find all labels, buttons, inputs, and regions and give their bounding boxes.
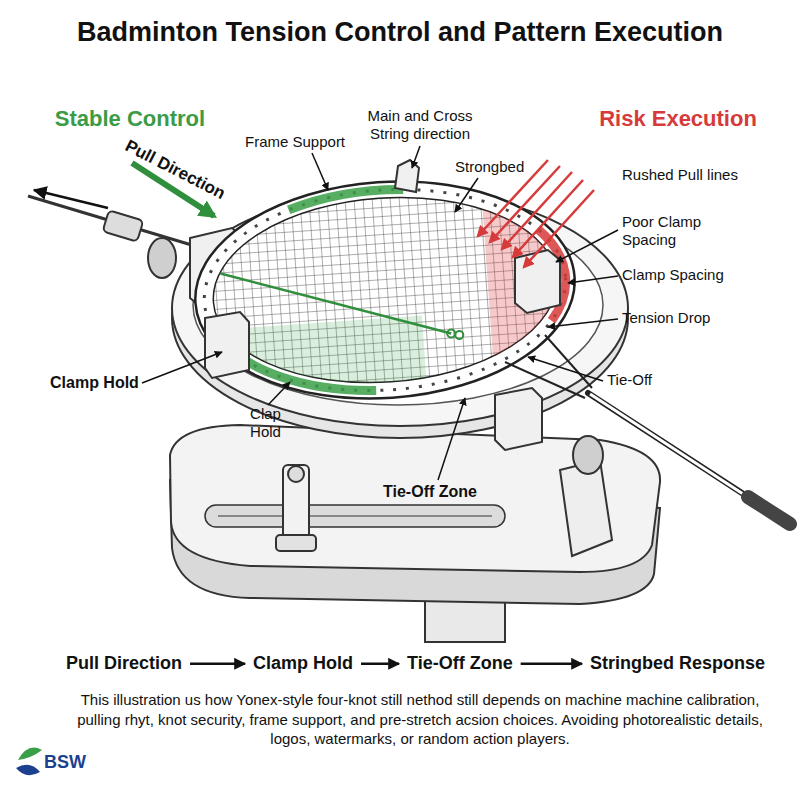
logo-leaf <box>18 748 42 760</box>
flow-arrow <box>361 663 399 666</box>
step-text: Stringbed Response <box>590 653 765 675</box>
tension-head <box>103 210 144 242</box>
grommets <box>197 178 572 403</box>
leader-line <box>528 357 603 381</box>
base-slot <box>205 505 505 527</box>
callout-label: Clamp Hold <box>50 373 139 392</box>
zone-heading: Stable Control <box>40 106 220 132</box>
left-knob <box>148 238 176 278</box>
slot-line <box>218 515 492 517</box>
callout-label: Strongbed <box>455 158 524 176</box>
leader-line <box>556 230 618 262</box>
callout-label: Frame Support <box>245 133 345 151</box>
leader-line <box>312 153 328 190</box>
racket-shaft <box>588 393 765 508</box>
callout-label: Clap Hold <box>243 405 288 441</box>
right-support <box>515 250 560 313</box>
callout-label: Tie-Off <box>607 371 652 389</box>
rushed-pull-line <box>513 180 583 257</box>
zone-heading: Risk Execution <box>588 106 768 132</box>
leader-line <box>548 319 618 327</box>
front-left-support <box>205 312 249 378</box>
gripper-foot <box>276 535 316 551</box>
flow-step: Pull Direction <box>66 653 182 675</box>
top-support <box>395 160 419 192</box>
rushed-pull-line <box>524 190 594 267</box>
tension-bar <box>28 196 195 246</box>
leader-line <box>438 398 465 480</box>
step-text: Tie-Off Zone <box>407 653 513 675</box>
base-top <box>170 425 660 572</box>
pulled-string <box>220 258 451 350</box>
leader-line <box>412 146 420 168</box>
logo-text: BSW <box>44 752 86 774</box>
callout-label: Rushed Pull lines <box>622 166 782 184</box>
callout-label: Clamp Spacing <box>622 266 724 284</box>
diagram-caption: This illustration us how Yonex-style fou… <box>75 690 765 749</box>
rushed-pull-line <box>490 166 560 242</box>
racket-handle <box>748 497 790 524</box>
leader-line <box>142 352 222 383</box>
flow-arrow <box>190 663 245 666</box>
right-knob <box>573 436 603 474</box>
flow-step: Stringbed Response <box>590 653 765 675</box>
logo-leaf <box>16 765 40 775</box>
pull-arrow <box>34 190 108 208</box>
rushed-pull-line <box>502 172 572 249</box>
step-text: Pull Direction <box>66 653 182 675</box>
gripper-post <box>283 465 309 545</box>
callout-label: Poor Clamp Spacing <box>622 213 722 249</box>
racket-throat <box>505 335 592 398</box>
front-right-support <box>495 388 542 450</box>
gripper-knob <box>288 466 304 482</box>
direction-label: Pull Direction <box>104 127 247 213</box>
frame-support-band <box>288 189 404 210</box>
callout-label: Tie-Off Zone <box>375 482 485 501</box>
leader-line <box>568 276 618 283</box>
knot <box>455 331 464 340</box>
knot <box>447 329 456 338</box>
callout-label: Tension Drop <box>622 309 710 327</box>
diagram-title: Badminton Tension Control and Pattern Ex… <box>0 16 800 48</box>
callout-label: Main and Cross String direction <box>350 107 490 143</box>
step-text: Clamp Hold <box>253 653 353 675</box>
flow-step: Clamp Hold <box>253 653 353 675</box>
flow-step: Tie-Off Zone <box>407 653 513 675</box>
shaft-highlight <box>590 394 763 507</box>
leader-line <box>268 382 290 405</box>
flow-arrow <box>521 663 582 666</box>
leader-line <box>455 178 478 212</box>
